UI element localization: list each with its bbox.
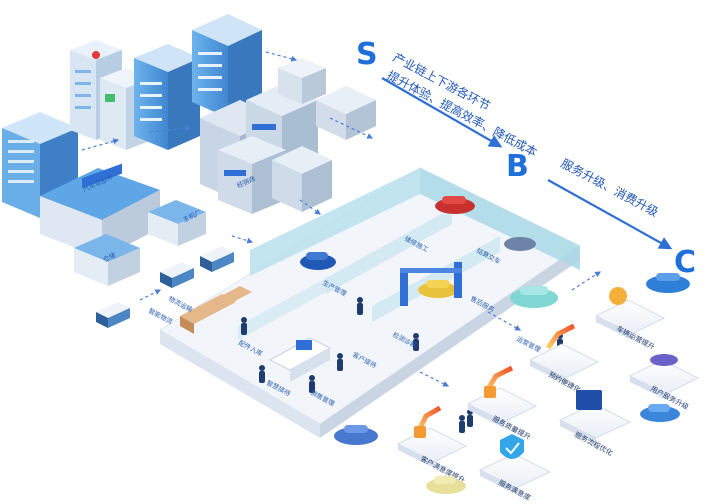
monitor-chart-icon <box>576 390 602 410</box>
warehouse-building <box>148 200 206 246</box>
thumbs-up-icon <box>414 426 426 438</box>
benefit-tile: 服务质量提升 <box>466 365 538 441</box>
benefit-tile: 车辆运营提升 <box>594 287 666 351</box>
car-icon <box>510 286 558 308</box>
benefit-tile: 服务流程优化 <box>558 390 632 457</box>
b-to-c-arrow <box>547 179 673 250</box>
parts-shelves <box>180 286 252 334</box>
label-smart-logistics: 智能物流 <box>147 306 175 326</box>
truck-icon <box>200 246 234 272</box>
benefit-tile: 用户服务升级 <box>628 354 700 411</box>
city-buildings <box>2 14 262 218</box>
car-icon <box>504 237 536 251</box>
car-icon <box>300 252 336 270</box>
benefit-tile: 服务满意度 <box>478 434 552 502</box>
truck-icon <box>96 302 130 328</box>
s-to-b-arrow <box>381 77 503 148</box>
factory-complex <box>40 163 206 286</box>
office-building-icon <box>192 14 262 118</box>
car-icon <box>650 354 678 366</box>
letter-c: C <box>674 245 696 280</box>
car-icon <box>418 280 458 298</box>
label-logistics: 物流运输 <box>167 294 195 314</box>
dashed-connectors <box>81 51 602 387</box>
office-building-icon <box>134 44 200 150</box>
office-cluster <box>200 58 376 214</box>
label-operations: 运营管理 <box>515 334 543 354</box>
office-building-icon <box>278 58 326 104</box>
shield-check-icon <box>500 434 524 459</box>
office-building-icon <box>272 146 332 212</box>
car-icon <box>646 273 690 293</box>
coin-icon <box>609 287 627 305</box>
thumbs-up-icon <box>484 386 496 398</box>
benefit-tile: 客户满意度提升 <box>396 405 468 485</box>
reception-desk <box>268 337 332 382</box>
car-icon <box>426 476 466 494</box>
growth-arrow-icon <box>545 323 576 350</box>
b-to-c-caption: 服务升级、消费升级 <box>559 155 661 219</box>
benefit-tile: 预约便捷化 <box>528 323 600 394</box>
letter-b: B <box>506 149 529 184</box>
car-icon <box>640 404 680 422</box>
car-icon <box>435 196 475 214</box>
office-building-icon <box>316 86 376 140</box>
service-lift <box>400 262 462 306</box>
s-to-b-caption-line2: 提升体验、提高效率、降低成本 <box>385 67 540 159</box>
flow-arrows <box>381 77 673 250</box>
letter-s: S <box>356 37 378 72</box>
truck-icon <box>160 262 194 288</box>
warehouse-building <box>74 234 140 286</box>
car-icon <box>334 425 378 445</box>
